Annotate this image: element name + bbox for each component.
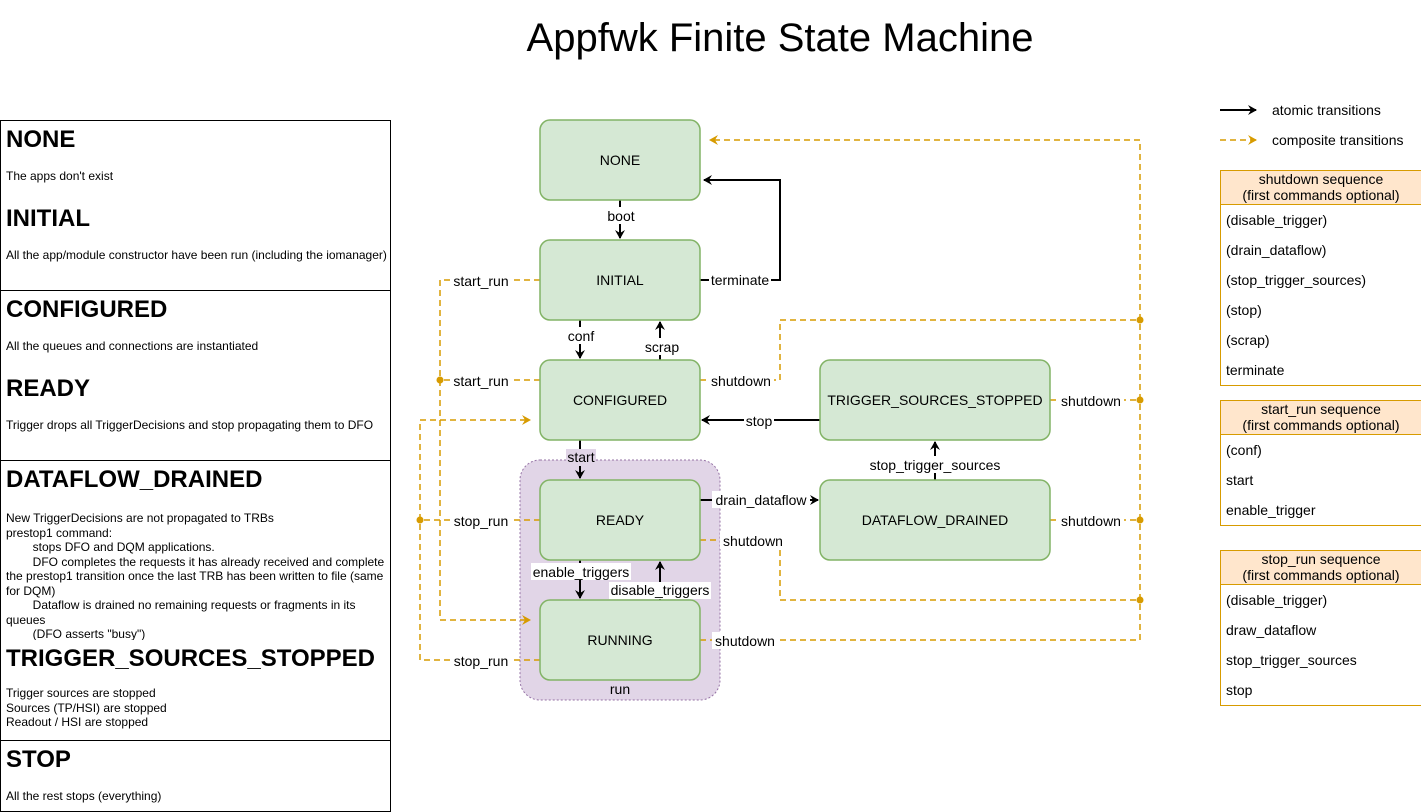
state-running-label: RUNNING <box>587 632 652 648</box>
label-boot: boot <box>607 208 634 224</box>
page-title: Appfwk Finite State Machine <box>526 16 1034 60</box>
shutdown-sequence-subtitle: (first commands optional) <box>1242 187 1400 203</box>
state-initial <box>539 239 701 321</box>
sequence-item: draw_dataflow <box>1226 622 1317 638</box>
sequence-item: start <box>1226 472 1254 488</box>
edge-terminate <box>700 175 781 281</box>
desc-initial-text: All the app/module constructor have been… <box>6 248 387 262</box>
label-conf: conf <box>568 328 595 344</box>
label-shutdown-configured: shutdown <box>711 373 771 389</box>
desc-tss-title: TRIGGER_SOURCES_STOPPED <box>6 645 375 672</box>
desc-stop: STOP All the rest stops (everything) <box>0 740 391 812</box>
desc-dataflow-drained-text: New TriggerDecisions are not propagated … <box>6 511 385 641</box>
legend-atomic-label: atomic transitions <box>1272 102 1381 118</box>
desc-ready-text: Trigger drops all TriggerDecisions and s… <box>6 418 374 432</box>
sequence-item: (stop) <box>1226 302 1262 318</box>
composite-junctions <box>416 316 1144 604</box>
desc-none-text: The apps don't exist <box>6 169 114 183</box>
label-stop-run-ready: stop_run <box>454 513 508 529</box>
stop-run-sequence-header: stop_run sequence (first commands option… <box>1221 551 1421 585</box>
label-disable-triggers: disable_triggers <box>611 582 710 598</box>
label-shutdown-running: shutdown <box>715 633 775 649</box>
start-run-sequence-header: start_run sequence (first commands optio… <box>1221 401 1421 435</box>
start-run-sequence-box: start_run sequence (first commands optio… <box>1220 400 1421 526</box>
desc-trigger-sources-stopped: TRIGGER_SOURCES_STOPPED Trigger sources … <box>0 640 391 741</box>
label-enable-triggers: enable_triggers <box>533 564 630 580</box>
state-ready-label: READY <box>596 512 645 528</box>
state-nodes <box>539 119 1051 681</box>
sequence-item: (conf) <box>1226 442 1262 458</box>
label-stop: stop <box>746 413 773 429</box>
desc-configured-title: CONFIGURED <box>6 296 168 323</box>
desc-initial-title: INITIAL <box>6 205 90 232</box>
label-stop-run-running: stop_run <box>454 653 508 669</box>
label-start-run-initial: start_run <box>453 273 508 289</box>
desc-tss-text: Trigger sources are stopped Sources (TP/… <box>6 686 167 729</box>
sequence-item: (scrap) <box>1226 332 1270 348</box>
sequence-item: terminate <box>1226 362 1285 378</box>
shutdown-sequence-title: shutdown sequence <box>1258 171 1384 187</box>
state-configured <box>539 359 701 441</box>
label-shutdown-ready: shutdown <box>723 533 783 549</box>
shutdown-sequence-box: shutdown sequence (first commands option… <box>1220 170 1421 386</box>
desc-configured-text: All the queues and connections are insta… <box>6 339 259 353</box>
stop-run-sequence-title: stop_run sequence <box>1261 551 1381 567</box>
state-none-label: NONE <box>600 152 640 168</box>
state-initial-label: INITIAL <box>596 272 644 288</box>
desc-stop-title: STOP <box>6 746 71 773</box>
start-run-sequence-subtitle: (first commands optional) <box>1242 417 1400 433</box>
start-run-sequence-title: start_run sequence <box>1261 401 1381 417</box>
state-trigger-sources-stopped <box>819 359 1051 441</box>
sequence-item: (drain_dataflow) <box>1226 242 1327 258</box>
state-ready <box>539 479 701 561</box>
run-group-label: run <box>610 681 630 697</box>
desc-none-title: NONE <box>6 126 76 153</box>
desc-dataflow-drained-title: DATAFLOW_DRAINED <box>6 466 263 493</box>
desc-none: NONE The apps don't exist <box>0 120 391 202</box>
desc-initial: INITIAL All the app/module constructor h… <box>0 200 391 291</box>
state-drained-label: DATAFLOW_DRAINED <box>862 512 1009 528</box>
label-shutdown-drained: shutdown <box>1061 513 1121 529</box>
label-start-run-configured: start_run <box>453 373 508 389</box>
desc-stop-text: All the rest stops (everything) <box>6 789 162 803</box>
desc-ready: READY Trigger drops all TriggerDecisions… <box>0 370 391 461</box>
label-terminate: terminate <box>711 272 770 288</box>
state-dataflow-drained <box>819 479 1051 561</box>
state-configured-label: CONFIGURED <box>573 392 667 408</box>
state-none <box>539 119 701 201</box>
sequence-item: enable_trigger <box>1226 502 1316 518</box>
desc-ready-title: READY <box>6 375 91 402</box>
state-running <box>539 599 701 681</box>
sequence-item: stop <box>1226 682 1253 698</box>
sequence-item: (stop_trigger_sources) <box>1226 272 1367 288</box>
title-container: Appfwk Finite State Machine <box>0 0 1421 80</box>
sequence-item: stop_trigger_sources <box>1226 652 1357 668</box>
sequence-item: (disable_trigger) <box>1226 592 1328 608</box>
label-stop-trigger-sources: stop_trigger_sources <box>870 457 1001 473</box>
desc-configured: CONFIGURED All the queues and connection… <box>0 290 391 372</box>
stop-run-sequence-subtitle: (first commands optional) <box>1242 567 1400 583</box>
stop-run-sequence-box: stop_run sequence (first commands option… <box>1220 550 1421 706</box>
label-drain-dataflow: drain_dataflow <box>715 492 807 508</box>
label-shutdown-tss: shutdown <box>1061 393 1121 409</box>
shutdown-sequence-header: shutdown sequence (first commands option… <box>1221 171 1421 205</box>
label-start: start <box>567 449 594 465</box>
legend-composite-label: composite transitions <box>1272 132 1404 148</box>
shutdown-trunk <box>709 135 1141 640</box>
desc-dataflow-drained: DATAFLOW_DRAINED New TriggerDecisions ar… <box>0 460 391 642</box>
state-tss-label: TRIGGER_SOURCES_STOPPED <box>827 392 1042 408</box>
label-scrap: scrap <box>645 339 679 355</box>
sequence-item: (disable_trigger) <box>1226 212 1328 228</box>
